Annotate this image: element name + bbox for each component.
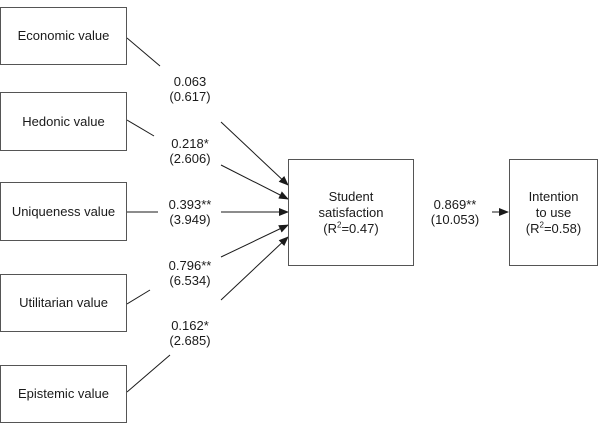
intention-to-use-box: Intention to use (R2=0.58) <box>509 159 598 266</box>
outcome-r2: (R2=0.58) <box>525 220 582 236</box>
hedonic-value-label: Hedonic value <box>22 113 105 129</box>
utilitarian-arrow <box>220 224 289 258</box>
hedonic-value-box: Hedonic value <box>0 92 127 151</box>
hedonic-line-upper <box>126 119 155 137</box>
student-satisfaction-box: Student satisfaction (R2=0.47) <box>288 159 414 266</box>
uniqueness-t: (3.949) <box>169 212 211 227</box>
economic-t: (0.617) <box>169 89 211 104</box>
economic-value-label: Economic value <box>17 28 110 43</box>
epistemic-path-label: 0.162* (2.685) <box>150 318 230 348</box>
uniqueness-coef: 0.393** <box>168 197 212 212</box>
outcome-coef: 0.869** <box>433 197 477 212</box>
economic-coef: 0.063 <box>173 74 207 89</box>
hedonic-t: (2.606) <box>169 151 211 166</box>
hedonic-arrow <box>220 164 289 200</box>
epistemic-line-lower <box>126 354 171 393</box>
uniqueness-path-label: 0.393** (3.949) <box>150 197 230 227</box>
utilitarian-t: (6.534) <box>169 273 211 288</box>
outcome-line1: Intention <box>528 188 579 204</box>
utilitarian-value-label: Utilitarian value <box>19 295 108 310</box>
utilitarian-value-box: Utilitarian value <box>0 274 127 332</box>
epistemic-arrow <box>220 236 289 301</box>
uniqueness-value-label: Uniqueness value <box>11 203 116 219</box>
hedonic-coef: 0.218* <box>171 136 209 151</box>
outcome-line2: to use <box>535 204 572 220</box>
economic-path-label: 0.063 (0.617) <box>150 74 230 104</box>
outcome-t: (10.053) <box>430 212 480 227</box>
economic-arrow <box>220 121 289 186</box>
utilitarian-path-label: 0.796** (6.534) <box>150 258 230 288</box>
utilitarian-line-lower <box>126 289 151 305</box>
epistemic-value-label: Epistemic value <box>17 386 110 401</box>
epistemic-value-box: Epistemic value <box>0 365 127 423</box>
outcome-path-label: 0.869** (10.053) <box>418 197 492 227</box>
hedonic-path-label: 0.218* (2.606) <box>150 136 230 166</box>
mediator-r2: (R2=0.47) <box>323 220 379 236</box>
economic-line-upper <box>126 37 161 67</box>
uniqueness-value-box: Uniqueness value <box>0 182 127 241</box>
epistemic-coef: 0.162* <box>171 318 209 333</box>
mediator-line1: Student <box>328 188 374 204</box>
utilitarian-coef: 0.796** <box>168 258 212 273</box>
economic-value-box: Economic value <box>0 7 127 65</box>
mediator-line2: satisfaction <box>318 204 384 220</box>
epistemic-t: (2.685) <box>169 333 211 348</box>
